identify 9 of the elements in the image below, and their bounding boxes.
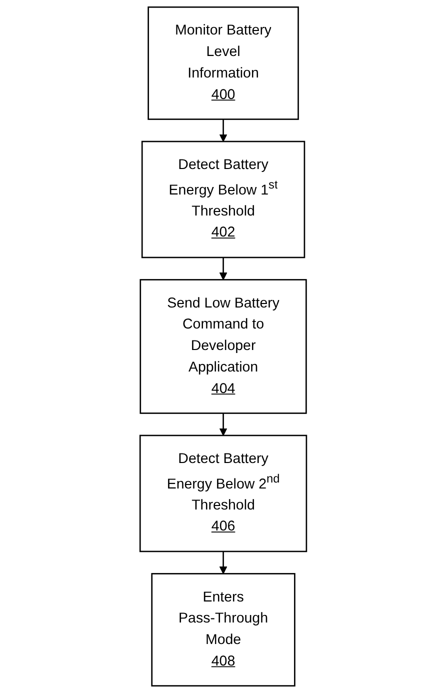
- arrow: [220, 551, 228, 574]
- node-box: Monitor Battery Level Information 400: [148, 6, 300, 120]
- arrow: [220, 258, 228, 280]
- arrow: [220, 119, 228, 142]
- node-box: Detect Battery Energy Below 1$^{st}$ Threshold 402: [142, 140, 306, 258]
- node-box: Detect Battery Energy Below 2$^{nd}$ Threshold 406: [140, 434, 308, 552]
- node-box: Enters Pass-Through Mode 408: [151, 573, 296, 687]
- arrow: [220, 413, 228, 436]
- node-box: Send Low Battery Command to Developer Application 404: [140, 279, 308, 414]
